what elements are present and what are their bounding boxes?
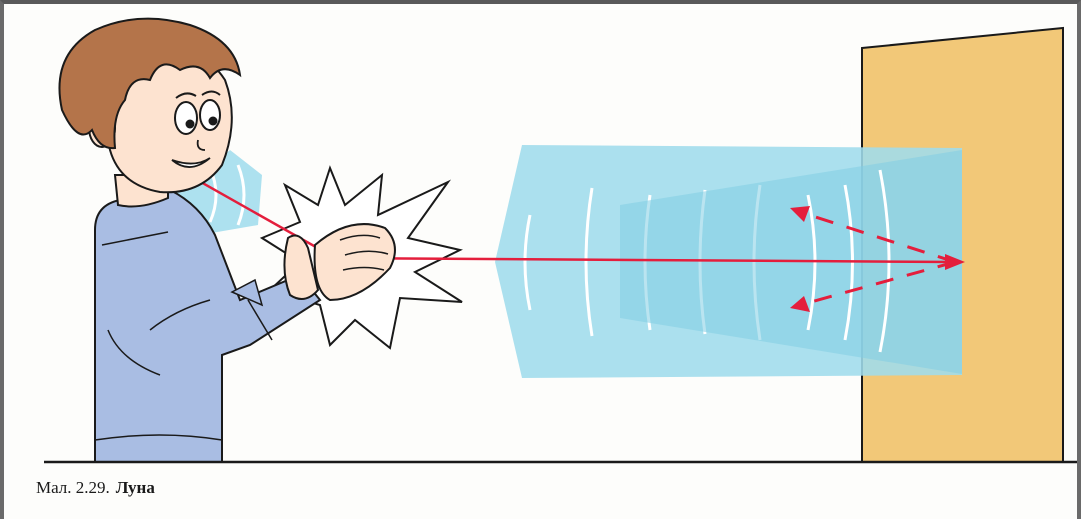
figure-title: Луна — [116, 478, 155, 497]
figure-caption: Мал. 2.29. Луна — [36, 478, 155, 498]
figure-label: Мал. 2.29. — [36, 478, 110, 497]
echo-illustration — [0, 0, 1081, 470]
boy-clapping-figure — [59, 19, 394, 462]
